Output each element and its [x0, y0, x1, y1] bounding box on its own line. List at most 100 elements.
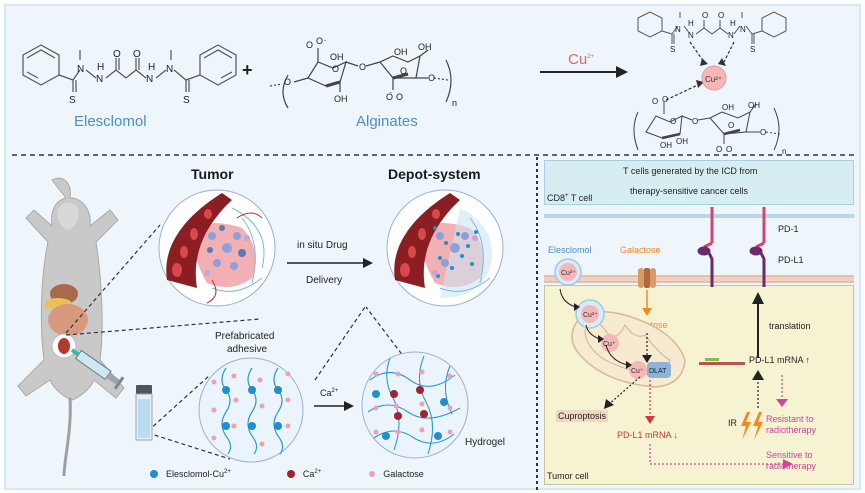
svg-text:OH: OH	[748, 101, 760, 110]
delivery-label-line1: in situ Drug	[297, 240, 348, 251]
panel-divider	[536, 157, 538, 491]
reaction-arrow	[540, 66, 628, 78]
atom-n: N	[146, 74, 153, 85]
svg-text:OH: OH	[676, 137, 688, 146]
sensitive-label-line2: radiotherapy	[766, 461, 817, 471]
plus-sign: +	[242, 60, 253, 80]
svg-text:O: O	[662, 95, 668, 104]
legend-item-galactose: Galactose	[369, 469, 424, 479]
cu2-ion-label: Cu²⁺	[583, 312, 598, 319]
atom-s: S	[183, 95, 190, 106]
svg-text:O: O	[702, 11, 708, 20]
zoom-connectors	[65, 224, 411, 460]
alginates-label: Alginates	[356, 113, 418, 130]
pd1-label: PD-1	[778, 224, 799, 234]
t-cell-header-line2: therapy-sensitive cancer cells	[630, 186, 749, 196]
legend-item-ca: Ca2+	[286, 469, 321, 479]
svg-text:O: O	[726, 145, 732, 154]
svg-text:OH: OH	[418, 42, 432, 52]
down-arrow-icon: ↓	[673, 430, 679, 440]
svg-text:Cu⁺: Cu⁺	[603, 341, 616, 348]
tumor-title: Tumor	[191, 166, 234, 182]
atom-h: H	[148, 62, 155, 73]
depot-system-title: Depot-system	[388, 166, 481, 182]
mrna-to-resistant-arrow	[776, 375, 788, 407]
cu-dlat-complex: Cu⁺ DLAT	[629, 361, 671, 379]
svg-text:O: O	[316, 36, 323, 46]
elesclomol-structure: N N H O O N H N S S	[22, 44, 237, 106]
translation-arrow	[752, 292, 764, 358]
t-cell-header-line1: T cells generated by the ICD from	[623, 166, 758, 176]
svg-text:H: H	[688, 19, 694, 28]
section-divider	[12, 154, 856, 156]
pd1-pdl1-receptors	[697, 207, 766, 287]
cuproptosis-arrow	[604, 376, 641, 409]
svg-text:N: N	[728, 31, 734, 40]
cu2-mito-vesicle: Cu²⁺	[575, 299, 605, 329]
svg-text:O: O	[692, 117, 698, 126]
svg-text:-: -	[390, 90, 392, 96]
atom-n: N	[77, 64, 84, 75]
lightning-icon	[741, 412, 763, 440]
translation-label: translation	[769, 321, 811, 331]
ir-label: IR	[728, 418, 737, 428]
svg-text:O: O	[332, 64, 339, 74]
legend-marker-blue-dot	[150, 470, 158, 478]
reagent-label: Cu2+	[568, 51, 595, 68]
prefabricated-label-line1: Prefabricated	[215, 331, 275, 342]
svg-text:O: O	[306, 40, 313, 50]
galactose-top-label: Galactose	[620, 245, 661, 255]
svg-text:O: O	[670, 117, 676, 126]
svg-text:OH: OH	[722, 103, 734, 112]
elesclomol-inner-label: Elesclomol	[548, 245, 592, 255]
svg-text:O: O	[652, 97, 658, 106]
svg-text:N: N	[740, 25, 746, 34]
legend-marker-pink-dot	[369, 471, 376, 477]
pdl1-mrna-down-label: PD-L1 mRNA ↓	[617, 430, 679, 440]
svg-text:O: O	[428, 73, 435, 83]
tumor-illustration	[158, 189, 276, 307]
delivery-label-line2: Delivery	[306, 275, 343, 286]
delivery-arrow	[287, 258, 373, 268]
sensitive-label-line1: Sensitive to	[766, 450, 813, 460]
svg-text:O: O	[400, 66, 407, 76]
prefabricated-label-line2: adhesive	[227, 344, 268, 355]
elesclomol-vesicle: Cu²⁺	[554, 258, 582, 286]
t-cell-membrane	[544, 214, 854, 218]
up-arrow-icon: ↑	[805, 355, 811, 365]
dlat-label: DLAT	[649, 368, 667, 375]
svg-text:O: O	[359, 62, 366, 72]
svg-text:O: O	[718, 11, 724, 20]
cu-plus-ion: Cu⁺	[601, 334, 619, 352]
prefabricated-adhesive-illustration	[198, 357, 304, 463]
atom-n: N	[166, 64, 173, 75]
svg-text:-: -	[324, 38, 326, 44]
product-cu-ion: Cu²⁺	[705, 75, 722, 84]
legend-item-elesclomol-cu: Elesclomol-Cu2+	[150, 469, 231, 479]
svg-text:OH: OH	[334, 94, 348, 104]
resistant-label-line1: Resistant to	[766, 414, 814, 424]
svg-text:N: N	[675, 25, 681, 34]
pdl1-label: PD-L1	[778, 255, 804, 265]
galactose-influx-arrow	[642, 290, 652, 316]
svg-text:OH: OH	[660, 141, 672, 150]
svg-text:O: O	[284, 77, 291, 87]
gel-arrow-label: Ca2+	[320, 388, 339, 398]
repeat-subscript: n	[452, 98, 457, 108]
gelation-arrow	[314, 401, 354, 411]
svg-text:S: S	[670, 45, 675, 54]
sensitive-pathway-arrow	[649, 444, 793, 469]
ir-to-mrna-arrow	[752, 370, 764, 408]
galactose-transporter	[638, 268, 656, 288]
galactose-to-dlat-arrow	[642, 333, 652, 363]
hydrogel-illustration	[361, 351, 469, 459]
cuproptosis-label: Cuproptosis	[556, 410, 609, 422]
legend: Elesclomol-Cu2+ Ca2+ Galactose	[150, 469, 424, 479]
svg-text:O: O	[386, 92, 393, 102]
svg-text:OH: OH	[330, 52, 344, 62]
atom-o: O	[133, 49, 141, 60]
svg-text:OH: OH	[394, 47, 408, 57]
svg-text:S: S	[750, 45, 755, 54]
